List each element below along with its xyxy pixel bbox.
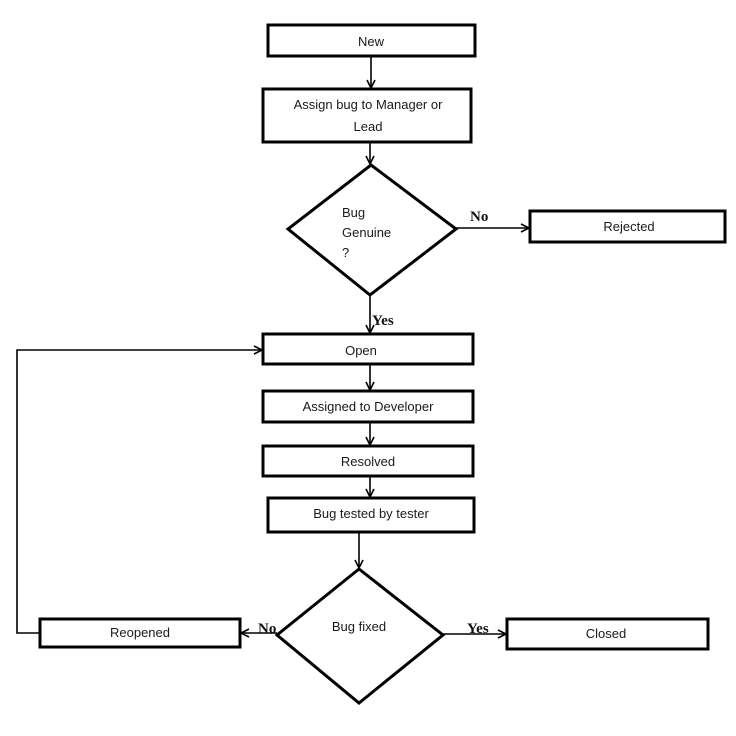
arrow-reopened-loop-to-open bbox=[16, 350, 262, 634]
fixed-label: Bug fixed bbox=[332, 619, 386, 634]
closed-label: Closed bbox=[586, 626, 626, 641]
genuine-label-line1: Bug bbox=[342, 205, 365, 220]
genuine-label-line3: ? bbox=[342, 245, 349, 260]
tested-label: Bug tested by tester bbox=[313, 506, 429, 521]
closed-box bbox=[505, 617, 710, 651]
tested-box bbox=[266, 496, 476, 534]
open-box bbox=[261, 332, 475, 366]
reopened-label: Reopened bbox=[110, 625, 170, 640]
assign-label-line1: Assign bug to Manager or bbox=[294, 97, 444, 112]
assign-box bbox=[261, 87, 473, 144]
new-label: New bbox=[358, 34, 385, 49]
resolved-label: Resolved bbox=[341, 454, 395, 469]
fixed-decision bbox=[274, 567, 446, 705]
assigned-developer-label: Assigned to Developer bbox=[303, 399, 434, 414]
resolved-box bbox=[261, 444, 475, 478]
fixed-no-label: No bbox=[258, 621, 276, 637]
rejected-label: Rejected bbox=[603, 219, 654, 234]
genuine-label-line2: Genuine bbox=[342, 225, 391, 240]
assign-label-line2: Lead bbox=[354, 119, 383, 134]
fixed-yes-label: Yes bbox=[467, 621, 489, 637]
rejected-box bbox=[528, 209, 727, 244]
genuine-yes-label: Yes bbox=[372, 313, 394, 329]
assigned-developer-box bbox=[261, 389, 475, 424]
genuine-no-label: No bbox=[470, 209, 488, 225]
open-label: Open bbox=[345, 343, 377, 358]
